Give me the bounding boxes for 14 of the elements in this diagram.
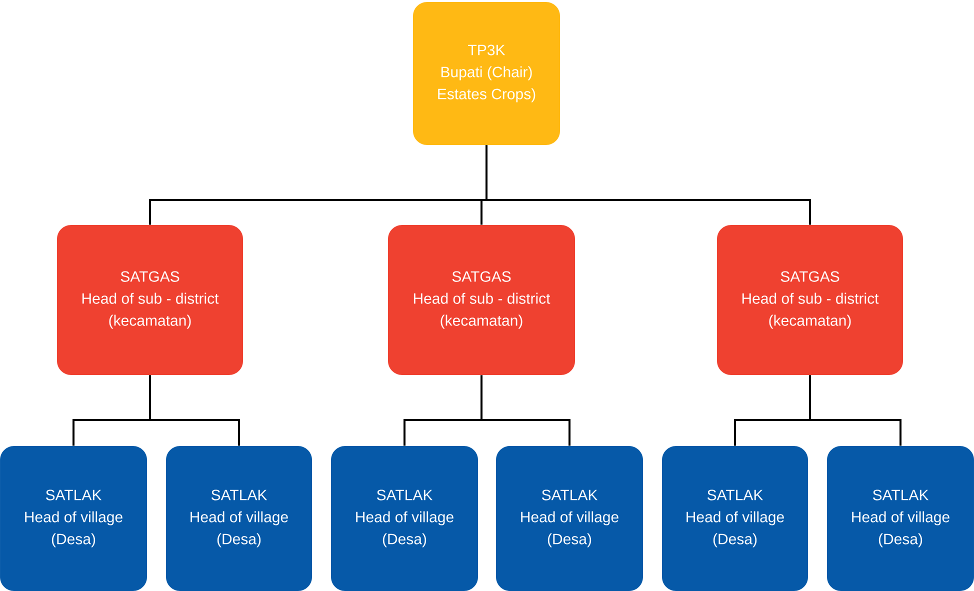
village-box: SATLAK Head of village (Desa) xyxy=(662,446,808,591)
connector-line xyxy=(480,375,570,446)
task-force-box: SATGAS Head of sub - district (kecamatan) xyxy=(57,225,243,375)
village-box: SATLAK Head of village (Desa) xyxy=(166,446,312,591)
task-force-box: SATGAS Head of sub - district (kecamatan) xyxy=(717,225,903,375)
village-box: SATLAK Head of village (Desa) xyxy=(496,446,643,591)
connector-line xyxy=(486,145,811,225)
connector-line xyxy=(149,375,240,446)
connector-line xyxy=(809,375,902,446)
office-box: TP3K Bupati (Chair) Estates Crops) xyxy=(413,2,560,145)
village-box: SATLAK Head of village (Desa) xyxy=(827,446,974,591)
task-force-box: SATGAS Head of sub - district (kecamatan) xyxy=(388,225,575,375)
village-box: SATLAK Head of village (Desa) xyxy=(0,446,147,591)
village-box: SATLAK Head of village (Desa) xyxy=(331,446,478,591)
